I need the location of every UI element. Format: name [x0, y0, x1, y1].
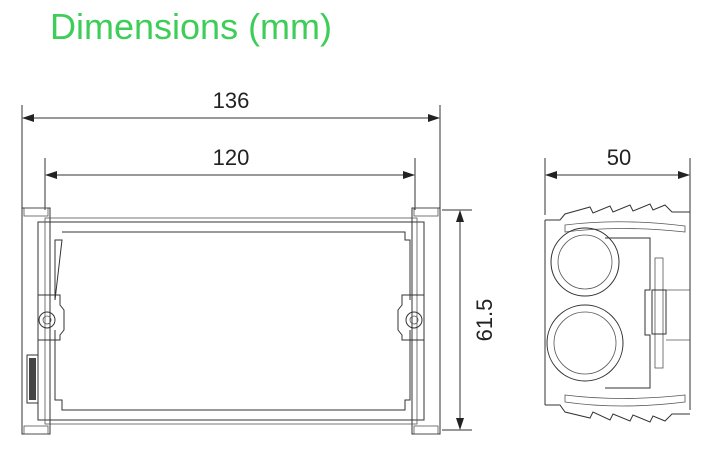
dimension-overall-width: 136	[21, 88, 441, 210]
overall-width-label: 136	[213, 88, 250, 113]
brand-logo	[26, 354, 39, 404]
dimension-height: 61.5	[442, 209, 497, 431]
front-view	[21, 207, 441, 435]
depth-label: 50	[607, 145, 631, 170]
dimension-inner-width: 120	[44, 145, 416, 210]
inner-width-label: 120	[213, 145, 250, 170]
height-label: 61.5	[472, 299, 497, 342]
dimension-depth: 50	[544, 145, 691, 215]
side-view	[544, 203, 691, 423]
page-title: Dimensions (mm)	[50, 6, 333, 47]
